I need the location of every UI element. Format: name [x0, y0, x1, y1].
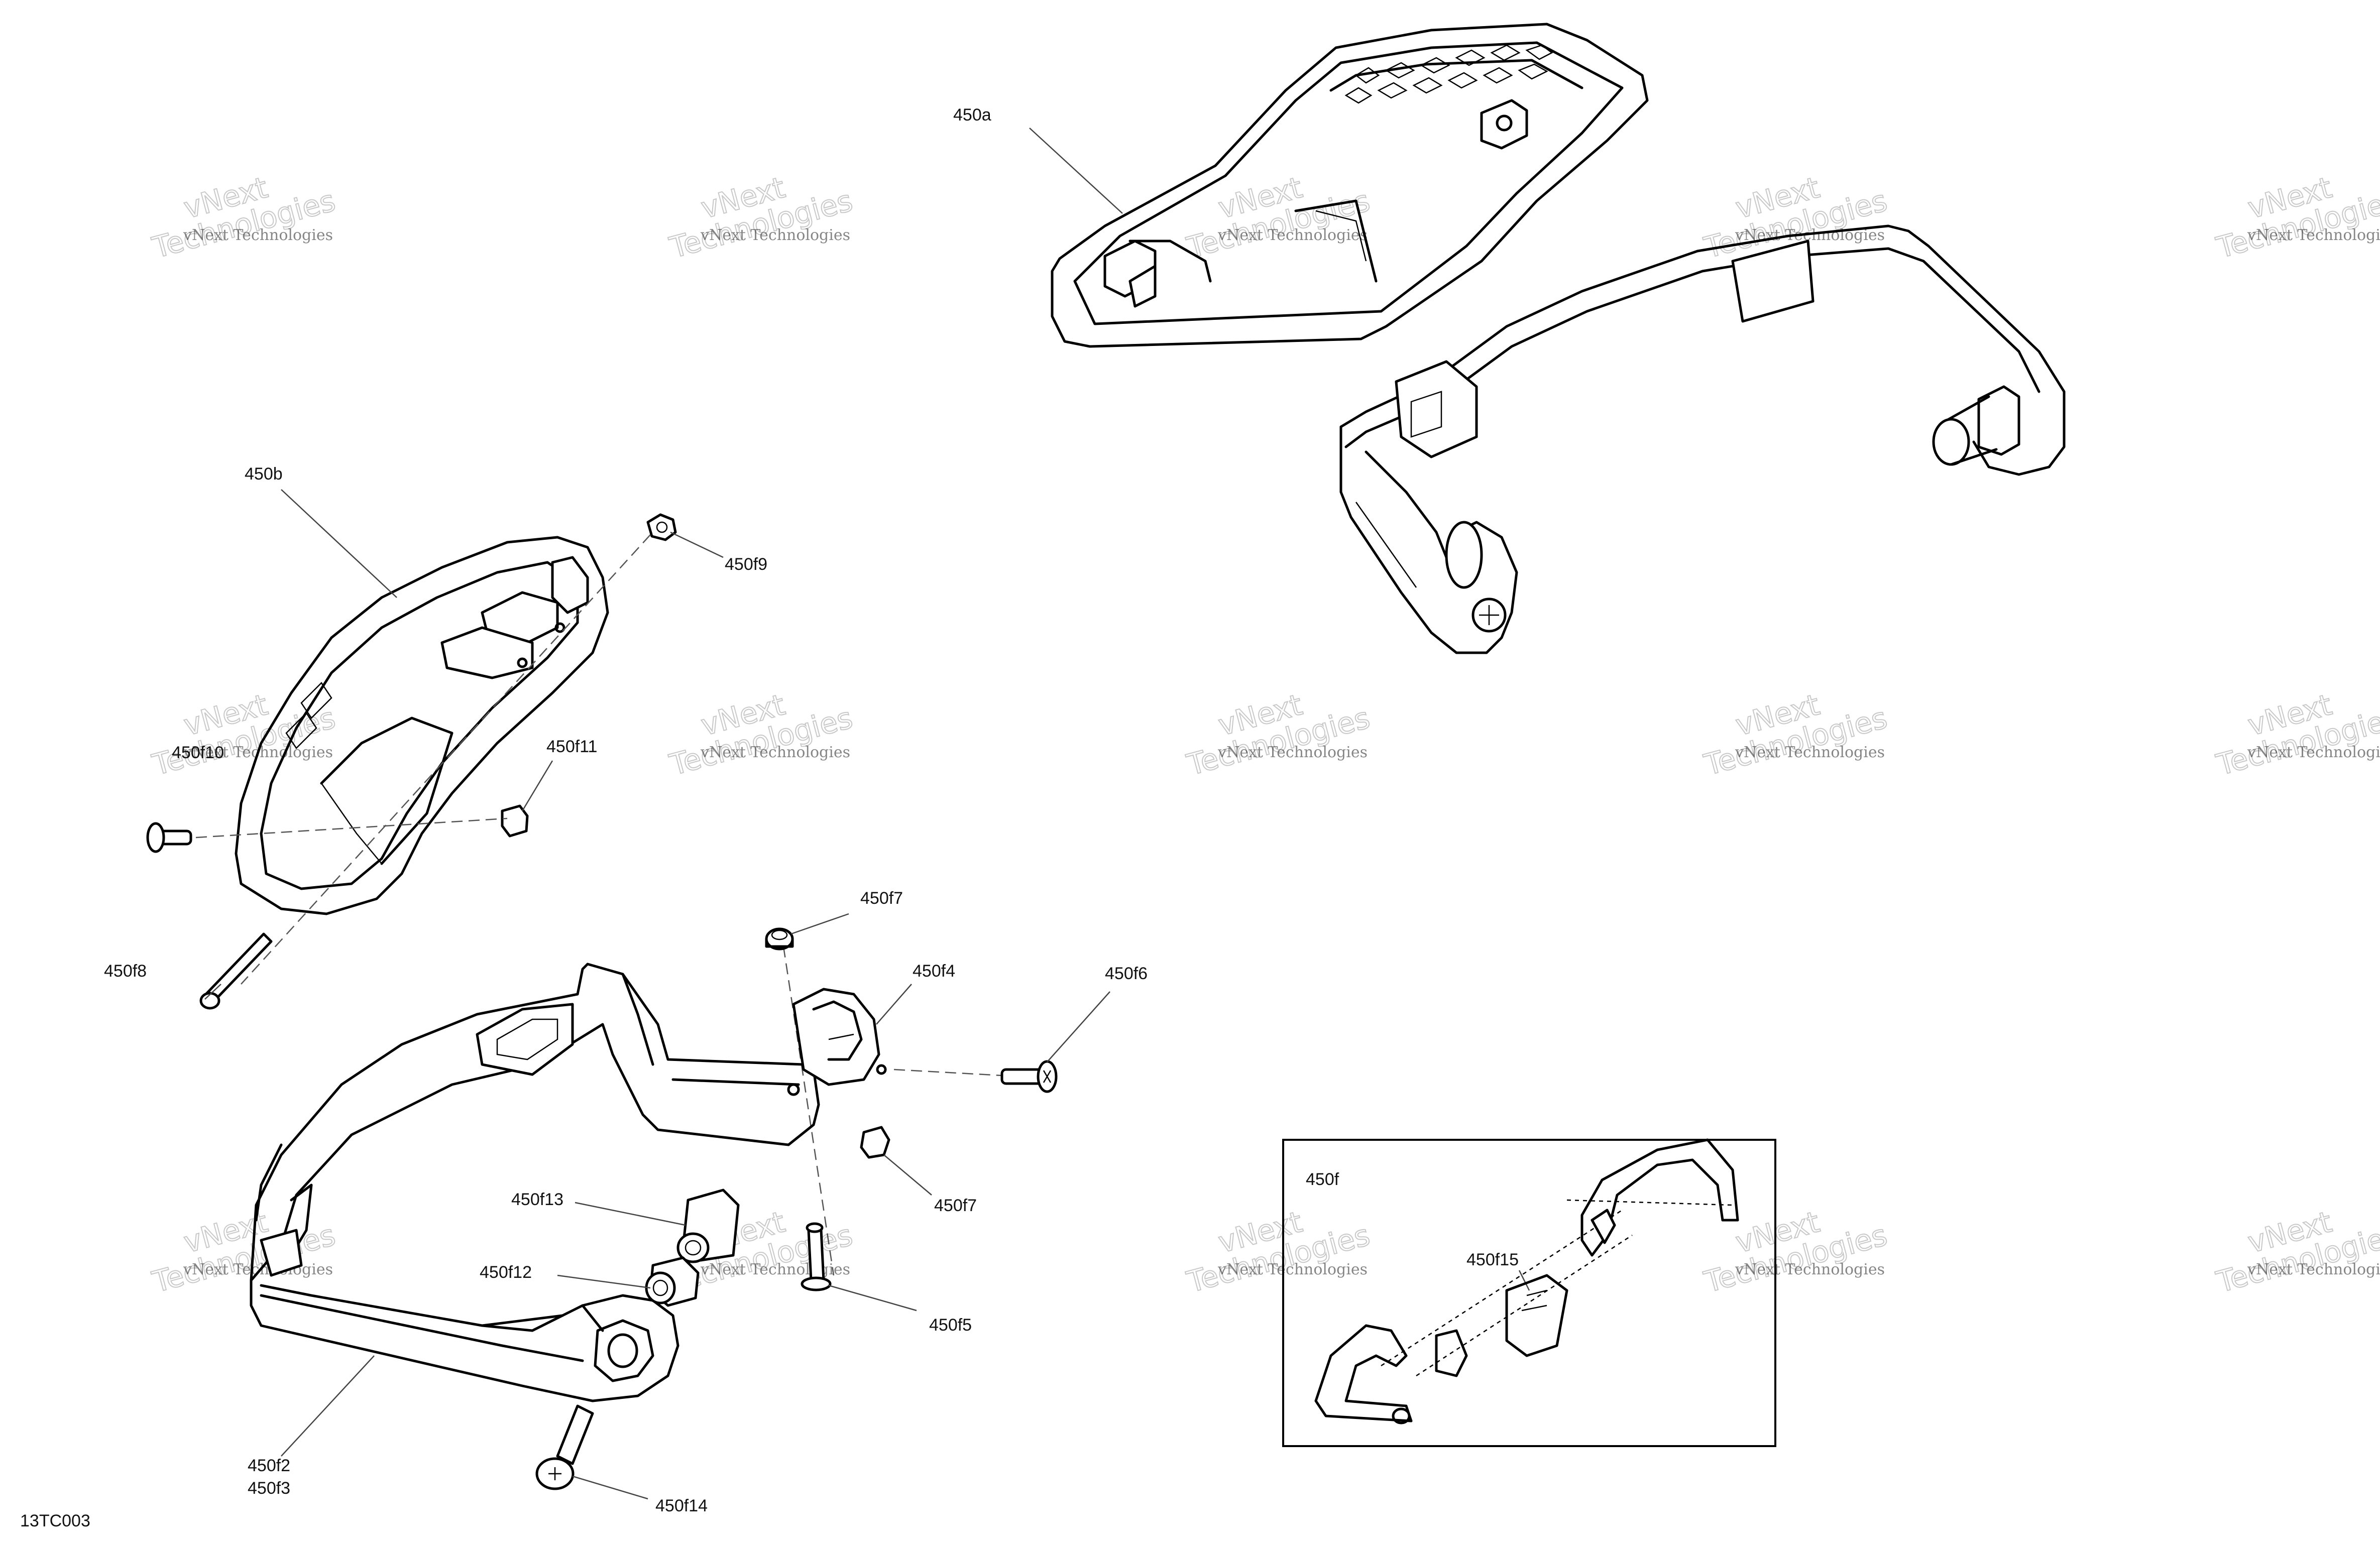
callout-labels: 450a 450b 450f9 450f10 450f11 450f8 450f… [104, 105, 1148, 1515]
part-450b-handguard-shell[interactable] [235, 536, 609, 915]
figure-id: 13TC003 [20, 1511, 90, 1530]
watermark-text: vNext Technologies [183, 226, 333, 244]
part-450f7-spacer-bottom[interactable] [860, 1126, 890, 1159]
watermark-text: vNext Technologies [1735, 1261, 1885, 1278]
part-450f11-nut[interactable] [501, 804, 529, 838]
callout-450f8: 450f8 [104, 962, 147, 981]
callout-450f14: 450f14 [655, 1496, 708, 1515]
callout-450f2: 450f2 [248, 1456, 290, 1475]
watermark: vNext Technologies [665, 170, 856, 265]
callout-450b: 450b [245, 464, 283, 484]
watermark: vNext Technologies [1183, 1204, 1374, 1299]
watermark-text: vNext Technologies [183, 1261, 333, 1278]
callout-450a: 450a [953, 105, 991, 125]
part-450f8-bolt[interactable] [199, 932, 273, 1010]
watermark-text: vNext Technologies [1735, 744, 1885, 761]
assembly-axis-lines [195, 534, 1030, 1276]
callout-450f13: 450f13 [511, 1190, 563, 1209]
watermark-text: vNext Technologies [2247, 226, 2380, 244]
watermark: vNext Technologies [2212, 1204, 2380, 1299]
watermark-text: vNext Technologies [1217, 226, 1368, 244]
callout-450f12: 450f12 [480, 1263, 532, 1282]
callout-450f4: 450f4 [913, 962, 955, 981]
part-450f10-screw[interactable] [146, 822, 192, 853]
part-450f9-nut[interactable] [646, 513, 677, 541]
part-450f13-bushing[interactable] [676, 1189, 740, 1263]
part-450f12-bushing[interactable] [645, 1256, 700, 1307]
callout-450f5: 450f5 [929, 1316, 972, 1335]
part-450f6-screw[interactable] [1000, 1060, 1058, 1093]
watermark: vNext Technologies [2212, 687, 2380, 782]
watermark-text: vNext Technologies [2247, 1261, 2380, 1278]
callout-450f11: 450f11 [546, 737, 597, 756]
watermark: vNext Technologies [1700, 687, 1891, 782]
watermark-text: vNext Technologies [700, 1261, 850, 1278]
callout-450f7-bottom: 450f7 [934, 1196, 977, 1215]
watermark-text: vNext Technologies [1217, 744, 1368, 761]
watermark: vNext Technologies [1183, 687, 1374, 782]
part-450f7-nut-top[interactable] [765, 927, 794, 951]
part-450a-handguard-shell[interactable] [1051, 23, 1649, 348]
part-450f14-bolt[interactable] [535, 1404, 594, 1490]
inset-exploded-assembly [1314, 1138, 1739, 1425]
watermark: vNext Technologies [148, 687, 339, 782]
callout-450f3: 450f3 [248, 1479, 290, 1498]
watermark-text: vNext Technologies [1217, 1261, 1368, 1278]
inset-450f[interactable]: 450f 450f15 [1282, 1138, 1776, 1447]
callout-450f10: 450f10 [172, 743, 224, 762]
inset-callout-450f15: 450f15 [1466, 1250, 1519, 1269]
part-handguard-frame-bar[interactable] [1339, 224, 2066, 654]
watermark: vNext Technologies [665, 687, 856, 782]
inset-frame [1282, 1139, 1776, 1447]
watermark-text: vNext Technologies [2247, 744, 2380, 761]
part-lever-frame-assembly[interactable] [250, 963, 887, 1402]
callout-450f9: 450f9 [725, 555, 767, 574]
inset-title: 450f [1306, 1170, 1339, 1189]
callout-450f7-top: 450f7 [860, 889, 903, 908]
watermark-text: vNext Technologies [700, 226, 850, 244]
watermark: vNext Technologies [148, 170, 339, 265]
callout-450f6: 450f6 [1105, 964, 1148, 983]
watermark: vNext Technologies [2212, 170, 2380, 265]
part-450f5-bolt[interactable] [801, 1222, 832, 1291]
watermark-text: vNext Technologies [700, 744, 850, 761]
leader-lines [204, 128, 1123, 1500]
